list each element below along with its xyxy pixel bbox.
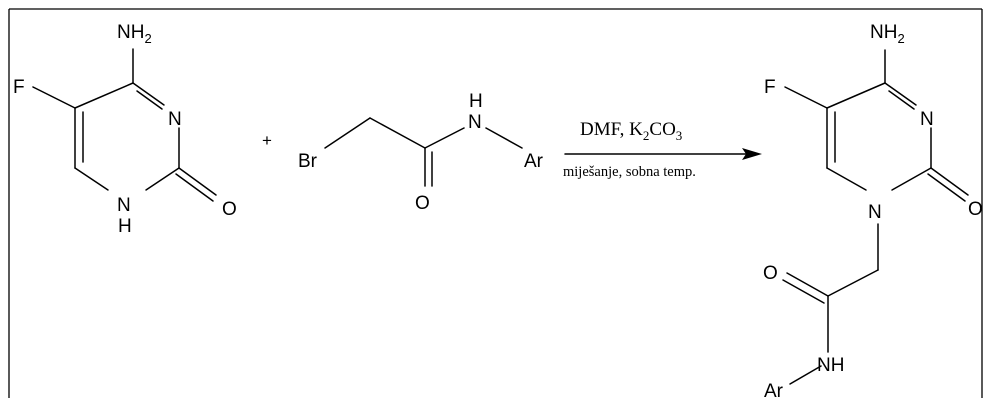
arrow-reagents: DMF, K2CO3 (580, 119, 682, 143)
product-amino-sub: 2 (897, 31, 904, 46)
reactant1-amino-main: NH (117, 22, 144, 43)
reagent-a-sub: 2 (643, 128, 650, 143)
product-fluorine-label: F (764, 77, 776, 98)
reagent-b: CO (649, 119, 675, 140)
reactant1-nh-n-label: N (117, 195, 131, 216)
reactant-bromoacetamide: Br H N Ar O (298, 91, 544, 214)
arrow-conditions: miješanje, sobna temp. (563, 164, 696, 180)
reactant2-amide-n-label: N (468, 112, 482, 133)
reactant2-bonds (324, 117, 523, 187)
reactant2-aryl-label: Ar (524, 151, 544, 172)
reagent-b-sub: 3 (676, 128, 683, 143)
product-amino-main: NH (870, 22, 897, 43)
reaction-arrow: DMF, K2CO3 miješanje, sobna temp. (563, 119, 762, 180)
reactant2-amide-h-label: H (469, 91, 483, 112)
product-amide-o-label: O (763, 263, 778, 284)
product-carbonyl-o-label: O (968, 199, 983, 220)
reactant2-bromine-label: Br (298, 151, 318, 172)
product-ring-n-label: N (920, 109, 934, 130)
reactant-fluorocytosine: NH2 F N N H O (13, 22, 237, 237)
reactant1-amino-sub: 2 (144, 31, 151, 46)
product-molecule: NH2 F N N O O NH Ar (763, 22, 983, 398)
product-amino-label: NH2 (870, 22, 905, 46)
reactant1-bonds (32, 48, 217, 202)
product-bonds (782, 49, 969, 385)
reactant1-ring-n-label: N (168, 109, 182, 130)
arrow-head (742, 148, 762, 160)
plus-sign: + (262, 131, 272, 150)
product-n1-label: N (868, 202, 882, 223)
reactant2-carbonyl-o-label: O (415, 193, 430, 214)
reactant1-amino-label: NH2 (117, 22, 152, 46)
reactant1-fluorine-label: F (13, 77, 25, 98)
reactant1-carbonyl-o-label: O (222, 199, 237, 220)
product-aryl-label: Ar (764, 381, 784, 398)
product-amide-nh-label: NH (817, 355, 844, 376)
reactant1-nh-h-label: H (118, 216, 132, 237)
scheme-frame (8, 8, 983, 398)
reagent-a: DMF, K (580, 119, 643, 140)
